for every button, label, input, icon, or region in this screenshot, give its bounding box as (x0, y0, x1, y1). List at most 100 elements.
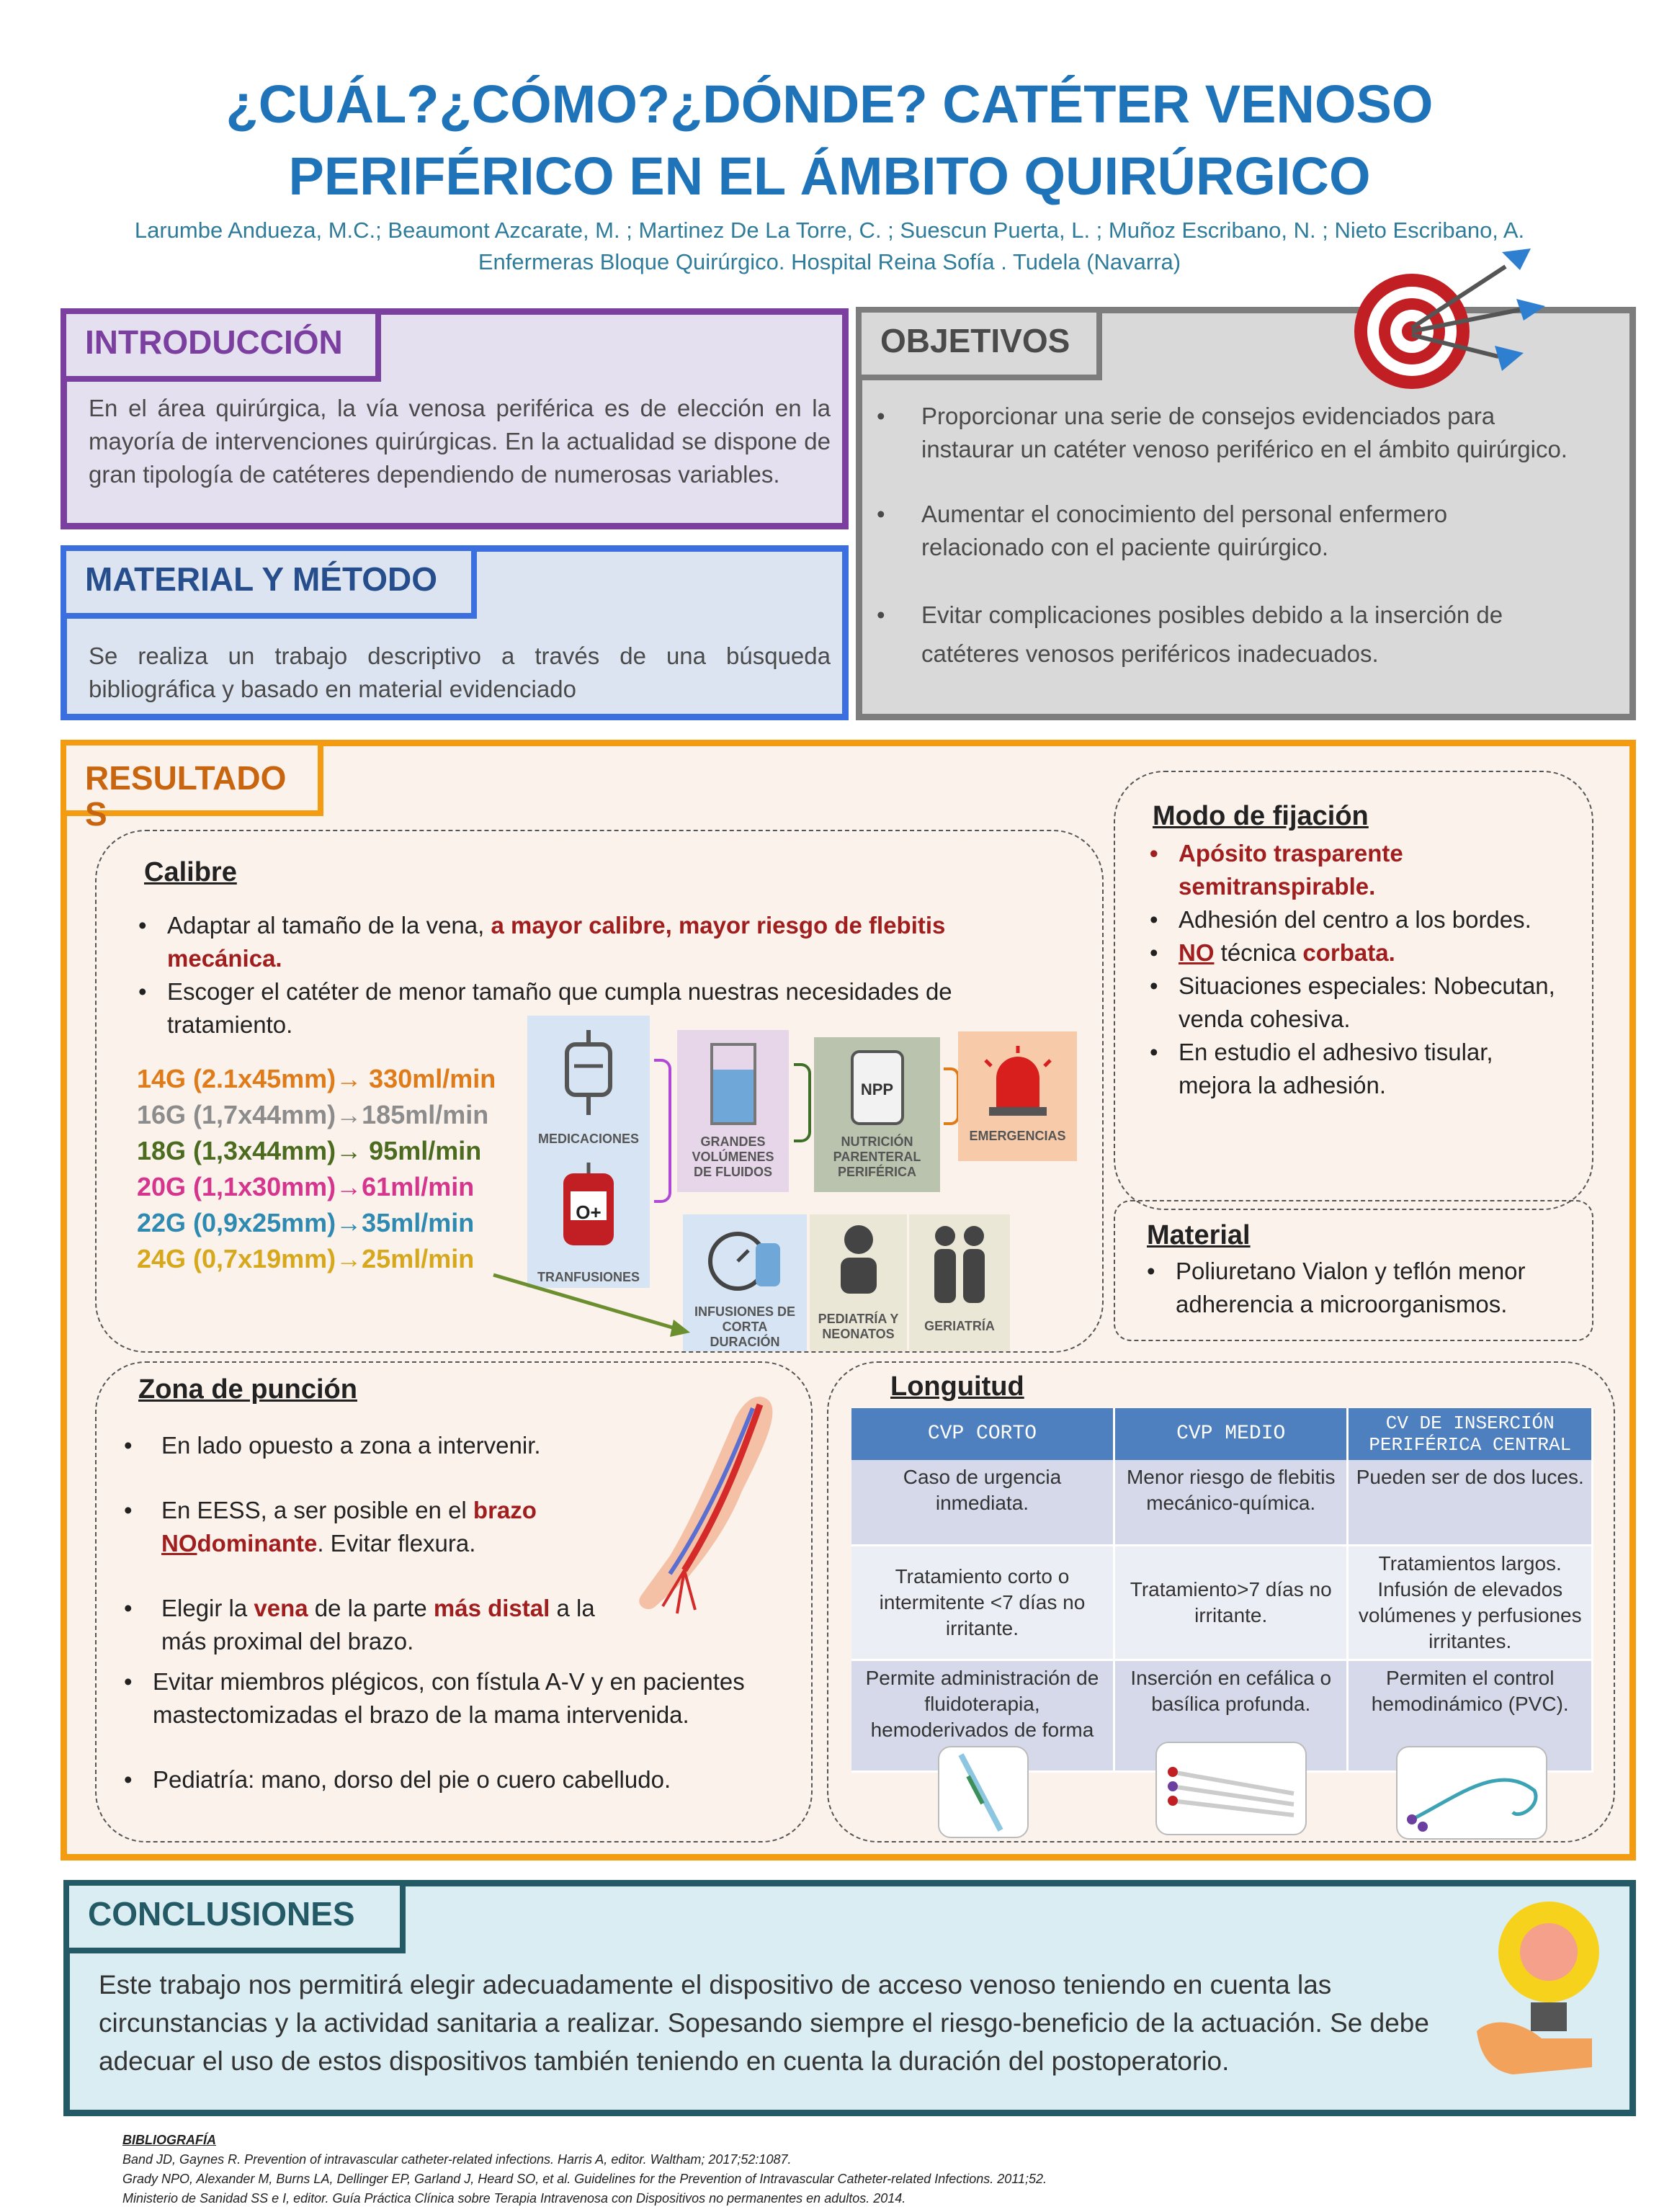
zona-item: Evitar miembros plégicos, con fístula A-… (124, 1665, 787, 1732)
gauge-22g: 22G (0,9x25mm)→35ml/min (137, 1208, 475, 1237)
bracket-orange (944, 1067, 960, 1125)
nutricion-tile: NPP NUTRICIÓN PARENTERAL PERIFÉRICA (814, 1037, 940, 1192)
zona-item: Elegir la vena de la parte más distal a … (124, 1592, 614, 1658)
material-panel (1114, 1200, 1593, 1341)
siren-icon (983, 1046, 1052, 1116)
table-cell: Pueden ser de dos luces. (1347, 1460, 1593, 1546)
material-item: Poliuretano Vialon y teflón menor adhere… (1147, 1255, 1572, 1321)
longitud-table-wrap: CVP CORTO CVP MEDIO CV DE INSERCIÓN PERI… (851, 1408, 1593, 1773)
objective-item: Aumentar el conocimiento del personal en… (877, 498, 1568, 564)
method-heading: MATERIAL Y MÉTODO (61, 545, 477, 619)
table-row: Caso de urgencia inmediata. Menor riesgo… (851, 1460, 1593, 1546)
fluidos-tile: GRANDES VOLÚMENES DE FLUIDOS (677, 1030, 789, 1192)
table-cell: Tratamiento corto o intermitente <7 días… (851, 1545, 1115, 1661)
table-row: Tratamiento corto o intermitente <7 días… (851, 1545, 1593, 1661)
nutricion-label: NUTRICIÓN PARENTERAL PERIFÉRICA (833, 1134, 921, 1179)
bibliography: BIBLIOGRAFÍA Band JD, Gaynes R. Preventi… (122, 2131, 1203, 2208)
longitud-heading: Longuitud (890, 1371, 1024, 1402)
emergencias-label: EMERGENCIAS (969, 1129, 1066, 1143)
geriatria-label: GERIATRÍA (924, 1319, 995, 1333)
fluidos-label: GRANDES VOLÚMENES DE FLUIDOS (692, 1134, 774, 1179)
material-list: Poliuretano Vialon y teflón menor adhere… (1147, 1255, 1572, 1321)
catheter-picc-image (1396, 1746, 1547, 1840)
calibre-item-smallest: Escoger el catéter de menor tamaño que c… (138, 975, 1032, 1042)
infusiones-tile: INFUSIONES DE CORTA DURACIÓN (683, 1214, 807, 1351)
pediatria-label: PEDIATRÍA Y NEONATOS (818, 1312, 899, 1341)
method-text: Se realiza un trabajo descriptivo a trav… (89, 642, 831, 702)
fijacion-list: Apósito trasparente semitranspirable. Ad… (1150, 837, 1568, 1102)
elderly-icon (934, 1226, 985, 1303)
objectives-panel: OBJETIVOS Proporcionar una serie de cons… (856, 307, 1636, 720)
fijacion-item: NO técnica corbata. (1150, 936, 1568, 970)
calibre-risk-text: a mayor calibre, mayor riesgo de flebiti… (167, 912, 946, 972)
npp-label: NPP (860, 1080, 894, 1098)
table-cell: Permite administración de fluidoterapia,… (851, 1660, 1115, 1773)
results-heading: RESULTADOS (61, 740, 323, 832)
medicaciones-label: MEDICACIONES (537, 1132, 639, 1146)
intro-heading: INTRODUCCIÓN (61, 308, 381, 382)
column-header: CVP MEDIO (1114, 1408, 1349, 1460)
stopwatch-icon (708, 1232, 780, 1291)
longitud-table: CVP CORTO CVP MEDIO CV DE INSERCIÓN PERI… (851, 1408, 1593, 1773)
objectives-heading: OBJETIVOS (856, 307, 1102, 380)
authors: Larumbe Andueza, M.C.; Beaumont Azcarate… (134, 218, 1525, 243)
baby-icon (840, 1225, 877, 1294)
objective-item: Evitar complicaciones posibles debido a … (877, 596, 1568, 673)
intro-panel: INTRODUCCIÓN En el área quirúrgica, la v… (61, 308, 849, 529)
arrow-right-icon: → (336, 1136, 362, 1165)
catheter-medium-image (1155, 1742, 1307, 1835)
gauge-20g: 20G (1,1x30mm)→61ml/min (137, 1172, 475, 1201)
objective-item: Proporcionar una serie de consejos evide… (877, 400, 1568, 466)
table-cell: Menor riesgo de flebitis mecánico-químic… (1114, 1460, 1349, 1546)
infusiones-label: INFUSIONES DE CORTA DURACIÓN (694, 1304, 796, 1349)
arrow-right-icon: → (336, 1244, 362, 1273)
bibliography-heading: BIBLIOGRAFÍA (122, 2133, 216, 2147)
table-row: Permite administración de fluidoterapia,… (851, 1660, 1593, 1773)
gauge-24g: 24G (0,7x19mm)→25ml/min (137, 1244, 475, 1273)
fijacion-item: Situaciones especiales: Nobecutan, venda… (1150, 970, 1568, 1036)
catheter-short-image (938, 1746, 1029, 1838)
conclusions-panel: CONCLUSIONES Este trabajo nos permitirá … (63, 1880, 1636, 2116)
objectives-list: Proporcionar una serie de consejos evide… (877, 400, 1568, 673)
authors-block: Larumbe Andueza, M.C.; Beaumont Azcarate… (0, 215, 1659, 278)
table-cell: Tratamiento>7 días no irritante. (1114, 1545, 1349, 1661)
bibliography-ref: Band JD, Gaynes R. Prevention of intrava… (122, 2152, 792, 2167)
longitud-panel (827, 1361, 1615, 1842)
npp-bag-icon (850, 1050, 904, 1125)
zona-item: Pediatría: mano, dorso del pie o cuero c… (124, 1763, 787, 1796)
calibre-heading: Calibre (144, 857, 237, 887)
arrow-right-icon: → (336, 1172, 362, 1201)
title-line-2: PERIFÉRICO EN EL ÁMBITO QUIRÚRGICO (288, 146, 1371, 206)
bracket-purple (654, 1059, 671, 1203)
emergencias-tile: EMERGENCIAS (958, 1031, 1077, 1161)
cvp-medium-icon (1168, 1767, 1294, 1817)
fijacion-item: En estudio el adhesivo tisular, mejora l… (1150, 1036, 1568, 1102)
calibre-item-size: Adaptar al tamaño de la vena, a mayor ca… (138, 909, 1032, 975)
material-heading: Material (1147, 1220, 1251, 1250)
arrow-right-icon: → (336, 1208, 362, 1237)
gauge-18g: 18G (1,3x44mm)→ 95ml/min (137, 1136, 482, 1165)
zona-list: En lado opuesto a zona a intervenir. En … (124, 1429, 787, 1796)
intro-text: En el área quirúrgica, la vía venosa per… (89, 395, 831, 488)
picc-icon (1407, 1778, 1538, 1832)
title-line-1: ¿CUÁL?¿CÓMO?¿DÓNDE? CATÉTER VENOSO (225, 74, 1434, 134)
transfusiones-label: TRANFUSIONES (537, 1270, 640, 1284)
bibliography-ref: Grady NPO, Alexander M, Burns LA, Dellin… (122, 2172, 1047, 2186)
arm-veins-icon (639, 1397, 773, 1614)
lightbulb-brain-icon (1477, 1902, 1599, 2074)
column-header: CV DE INSERCIÓN PERIFÉRICA CENTRAL (1347, 1408, 1593, 1460)
blood-bag-icon (563, 1163, 614, 1245)
gauge-14g: 14G (2.1x45mm)→ 330ml/min (137, 1064, 496, 1093)
gauge-16g: 16G (1,7x44mm)→185ml/min (137, 1100, 489, 1129)
zona-item: En lado opuesto a zona a intervenir. (124, 1429, 787, 1462)
pediatria-tile: PEDIATRÍA Y NEONATOS (810, 1214, 907, 1351)
zona-heading: Zona de punción (138, 1374, 357, 1405)
table-cell: Inserción en cefálica o basílica profund… (1114, 1660, 1349, 1773)
fijacion-item: Adhesión del centro a los bordes. (1150, 903, 1568, 936)
zona-panel (95, 1361, 813, 1842)
cvp-short-icon (958, 1753, 1003, 1832)
green-arrow-icon (493, 1273, 690, 1337)
bibliography-ref: Ministerio de Sanidad SS e I, editor. Gu… (122, 2191, 906, 2206)
geriatria-tile: GERIATRÍA (909, 1214, 1010, 1351)
affiliation: Enfermeras Bloque Quirúrgico. Hospital R… (478, 249, 1181, 274)
